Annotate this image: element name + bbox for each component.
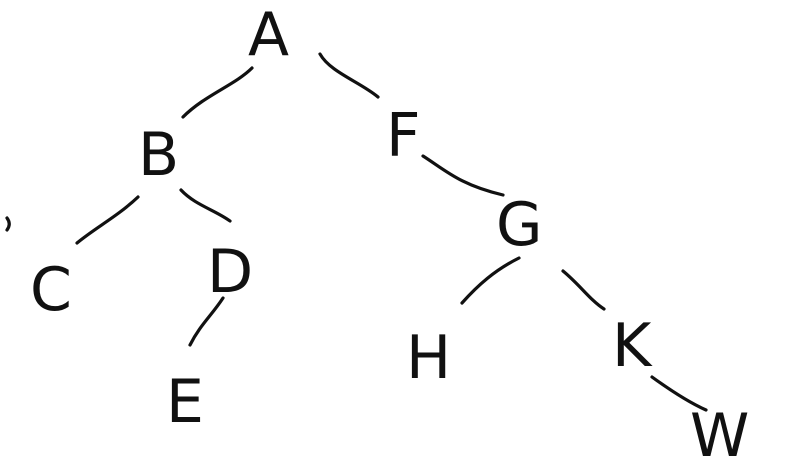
edge-k-w [650, 375, 708, 412]
edges [5, 52, 708, 412]
node-a: A [248, 0, 289, 70]
edge-b-d [179, 188, 232, 223]
node-f: F [386, 101, 421, 171]
node-g: G [496, 190, 543, 260]
node-e: E [166, 367, 204, 437]
stray-mark [5, 216, 11, 232]
edge-b-c [75, 195, 140, 245]
edge-g-k [561, 269, 606, 311]
edge-f-g [421, 154, 505, 197]
node-h: H [406, 323, 451, 393]
nodes: A B F C D E G H K W [30, 0, 749, 471]
node-w: W [690, 401, 749, 467]
edge-g-h [460, 256, 521, 305]
edge-a-b [181, 66, 254, 119]
edge-a-f [318, 52, 380, 99]
node-b: B [138, 120, 179, 190]
node-k: K [612, 311, 653, 381]
edge-d-e [188, 296, 225, 347]
node-d: D [207, 237, 253, 307]
node-c: C [30, 255, 72, 325]
